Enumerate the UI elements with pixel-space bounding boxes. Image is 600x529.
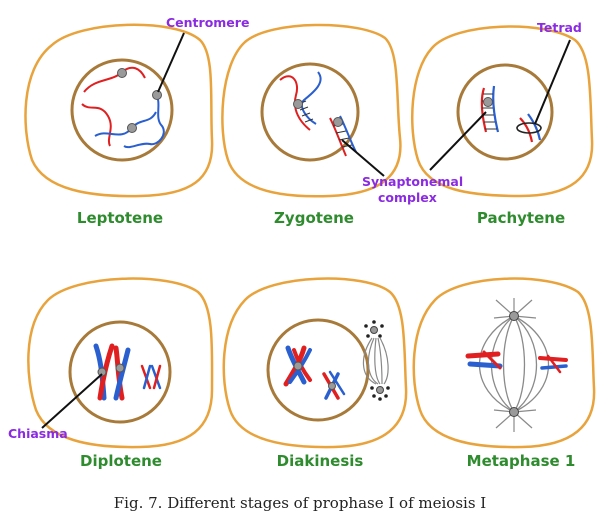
chromatin-thread [81,103,112,147]
chromatin-thread [94,111,157,137]
stage-label-zygotene: Zygotene [274,209,354,227]
chromatin-thread [300,71,322,125]
chiasma-dot [97,367,107,377]
bivalent-strand [519,117,534,143]
centromere-leader [157,32,185,93]
stage-label-diakinesis: Diakinesis [277,452,364,470]
centromere-dot [115,363,125,373]
centromere-dot [483,97,493,107]
bivalent-strand [492,85,500,133]
bivalent-on-plate [538,354,568,374]
nucleus [70,58,174,162]
nucleus [266,318,370,422]
tetrad-ring [516,122,542,134]
tetrad-callout: Tetrad [537,20,582,35]
chromatin-thread [123,93,165,149]
cell-membrane [24,23,214,198]
nucleus [456,63,554,161]
centromere-dot [117,68,127,78]
stage-label-metaphase-1: Metaphase 1 [467,452,576,470]
centromere-dot [328,382,336,390]
synaptonemal-leader-1 [341,139,385,177]
synaptonemal-callout-line2: complex [378,190,437,205]
bivalent-on-plate [465,350,503,370]
centromere-dot [152,90,162,100]
stage-label-leptotene: Leptotene [77,209,163,227]
synaptonemal-callout-line1: Synaptonemal [362,174,463,189]
cell-leptotene [24,23,214,198]
pairing-ladder [482,93,497,130]
cell-membrane [411,25,594,198]
chromatin-thread [329,117,347,157]
cell-membrane [27,277,214,449]
chiasma-leader [41,373,103,429]
centrosome-dot [509,407,519,417]
bivalent-strand [480,87,488,133]
bivalent-strand [527,113,542,141]
spindle-forming [362,337,389,385]
cell-membrane [221,23,402,198]
stage-label-pachytene: Pachytene [477,209,565,227]
centromere-callout: Centromere [166,15,249,30]
cell-diakinesis [222,277,408,449]
cell-membrane [222,277,408,449]
centromere-dot [293,99,303,109]
centromere-dot [333,117,343,127]
cell-pachytene [411,25,594,198]
chiasma-callout: Chiasma [8,426,68,441]
nucleus [260,62,360,162]
centromere-dot [293,361,303,371]
cell-metaphase-1 [412,277,596,449]
chromatin-thread [83,66,146,93]
cell-zygotene [221,23,402,198]
tetrad-leader [534,39,571,125]
stage-label-diplotene: Diplotene [80,452,162,470]
spindle-fibers [479,315,549,413]
cell-membrane [412,277,596,449]
nucleus [68,320,172,424]
meiosis-figure: Centromere Tetrad Synaptonemal complex C… [8,15,596,470]
centrosome-dot [509,311,519,321]
centromere-dot [127,123,137,133]
chromatin-thread [279,75,311,131]
figure-caption: Fig. 7. Different stages of prophase I o… [113,494,487,512]
cell-diplotene [27,277,214,449]
centriole-star [364,320,390,401]
chromosome-x-small [140,364,162,390]
synaptonemal-leader-2 [429,111,487,171]
